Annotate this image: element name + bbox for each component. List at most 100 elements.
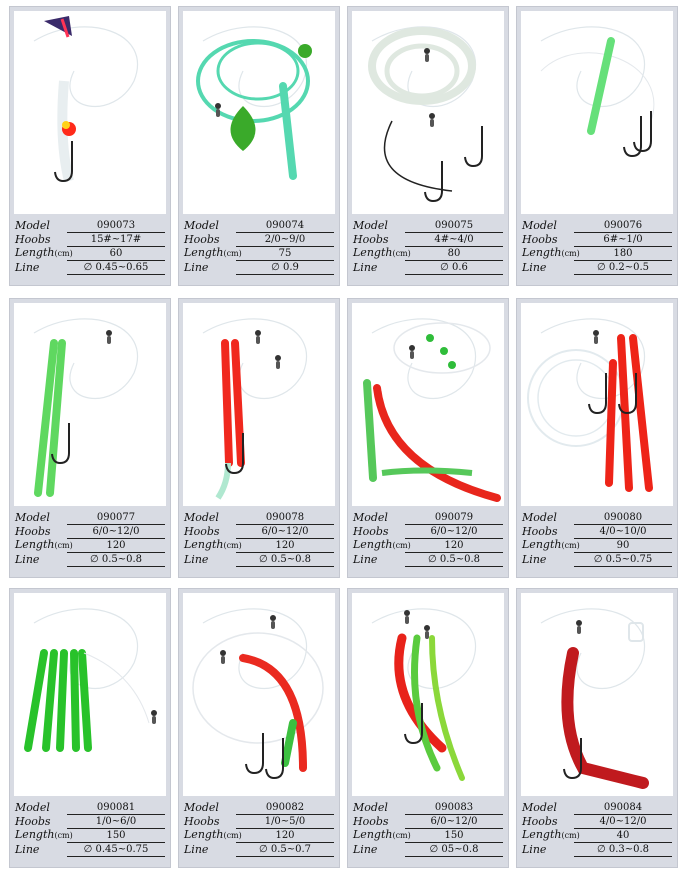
spec-row-hooks: Hoobs 15#~17#	[15, 233, 167, 247]
hook-icon	[464, 126, 483, 168]
swivel-icon	[409, 345, 415, 359]
model-value: 090075	[405, 219, 503, 233]
swivel-icon	[270, 615, 276, 629]
hooks-value: 1/0~6/0	[67, 815, 165, 829]
spec-row-length: Length(cm) 40	[522, 828, 674, 843]
length-label-text: Length	[522, 828, 562, 841]
hooks-label: Hoobs	[15, 233, 51, 246]
product-card: Model 090078 Hoobs 6/0~12/0 Length(cm) 1…	[178, 298, 340, 578]
length-unit: (cm)	[392, 249, 411, 258]
green-tube-lure-icon	[33, 318, 138, 497]
length-label: Length(cm)	[522, 538, 580, 553]
line-label: Line	[353, 843, 378, 856]
length-unit: (cm)	[223, 541, 242, 550]
product-photo	[352, 303, 504, 506]
model-label: Model	[184, 801, 219, 814]
model-value: 090076	[574, 219, 672, 233]
spec-row-model: Model 090074	[184, 219, 336, 233]
hooks-label: Hoobs	[522, 233, 558, 246]
product-card: Model 090079 Hoobs 6/0~12/0 Length(cm) 1…	[347, 298, 509, 578]
line-label: Line	[184, 843, 209, 856]
product-photo	[14, 303, 166, 506]
model-value: 090080	[574, 511, 672, 525]
length-label-text: Length	[15, 538, 55, 551]
product-card: Model 090084 Hoobs 4/0~12/0 Length(cm) 4…	[516, 588, 678, 868]
product-photo	[352, 593, 504, 796]
product-photo	[183, 593, 335, 796]
swivel-icon	[106, 330, 112, 344]
red-green-tube-lure-icon	[363, 318, 501, 502]
length-label: Length(cm)	[184, 246, 242, 261]
spec-row-model: Model 090076	[522, 219, 674, 233]
spec-row-hooks: Hoobs 4/0~10/0	[522, 525, 674, 539]
product-card: Model 090083 Hoobs 6/0~12/0 Length(cm) 1…	[347, 588, 509, 868]
spec-table: Model 090075 Hoobs 4#~4/0 Length(cm) 80 …	[353, 219, 505, 275]
product-photo	[352, 11, 504, 214]
green-tube-rig-with-spoon-icon	[196, 26, 312, 180]
line-label: Line	[522, 843, 547, 856]
hooks-value: 4#~4/0	[405, 233, 503, 247]
line-value: ∅ 05~0.8	[405, 843, 503, 857]
model-value: 090082	[236, 801, 334, 815]
product-photo	[14, 593, 166, 796]
line-value: ∅ 0.5~0.8	[67, 553, 165, 567]
spec-row-hooks: Hoobs 6#~1/0	[522, 233, 674, 247]
length-value: 40	[574, 829, 672, 843]
spec-row-hooks: Hoobs 2/0~9/0	[184, 233, 336, 247]
product-card: Model 090076 Hoobs 6#~1/0 Length(cm) 180…	[516, 6, 678, 286]
length-unit: (cm)	[223, 831, 242, 840]
length-label: Length(cm)	[522, 828, 580, 843]
spec-table: Model 090083 Hoobs 6/0~12/0 Length(cm) 1…	[353, 801, 505, 857]
line-value: ∅ 0.9	[236, 261, 334, 275]
swivel-icon	[424, 625, 430, 639]
swivel-icon	[424, 48, 430, 62]
squid-rig-with-flasher-icon	[33, 16, 138, 183]
length-value: 120	[236, 829, 334, 843]
spec-row-model: Model 090084	[522, 801, 674, 815]
length-unit: (cm)	[54, 541, 73, 550]
length-unit: (cm)	[54, 831, 73, 840]
length-unit: (cm)	[561, 541, 580, 550]
product-photo	[521, 303, 673, 506]
hook-icon	[54, 141, 73, 183]
spec-row-model: Model 090073	[15, 219, 167, 233]
spec-row-length: Length(cm) 120	[184, 828, 336, 843]
spec-table: Model 090078 Hoobs 6/0~12/0 Length(cm) 1…	[184, 511, 336, 567]
product-card: Model 090081 Hoobs 1/0~6/0 Length(cm) 15…	[9, 588, 171, 868]
spec-row-line: Line ∅ 0.5~0.8	[15, 553, 167, 567]
line-label: Line	[15, 261, 40, 274]
spec-row-line: Line ∅ 0.5~0.7	[184, 843, 336, 857]
product-photo	[183, 303, 335, 506]
model-value: 090077	[67, 511, 165, 525]
model-label: Model	[184, 219, 219, 232]
spec-row-line: Line ∅ 0.5~0.75	[522, 553, 674, 567]
spec-row-hooks: Hoobs 6/0~12/0	[353, 815, 505, 829]
spec-row-model: Model 090078	[184, 511, 336, 525]
model-value: 090084	[574, 801, 672, 815]
red-worm-lure-icon	[540, 608, 649, 789]
spec-row-length: Length(cm) 150	[353, 828, 505, 843]
length-value: 80	[405, 247, 503, 261]
length-label-text: Length	[522, 538, 562, 551]
spec-table: Model 090073 Hoobs 15#~17# Length(cm) 60…	[15, 219, 167, 275]
spec-row-line: Line ∅ 0.5~0.8	[184, 553, 336, 567]
line-label: Line	[15, 553, 40, 566]
model-value: 090079	[405, 511, 503, 525]
hook-icon	[563, 738, 582, 780]
hooks-value: 15#~17#	[67, 233, 165, 247]
product-photo	[521, 593, 673, 796]
model-label: Model	[353, 801, 388, 814]
length-unit: (cm)	[223, 249, 242, 258]
hooks-value: 6/0~12/0	[405, 525, 503, 539]
hook-icon	[618, 373, 637, 415]
length-unit: (cm)	[392, 541, 411, 550]
hooks-value: 6/0~12/0	[236, 525, 334, 539]
length-value: 150	[405, 829, 503, 843]
line-value: ∅ 0.5~0.75	[574, 553, 672, 567]
spec-row-model: Model 090077	[15, 511, 167, 525]
spec-row-line: Line ∅ 0.3~0.8	[522, 843, 674, 857]
length-value: 120	[236, 539, 334, 553]
line-value: ∅ 0.45~0.65	[67, 261, 165, 275]
swivel-icon	[404, 610, 410, 624]
hooks-value: 6/0~12/0	[405, 815, 503, 829]
